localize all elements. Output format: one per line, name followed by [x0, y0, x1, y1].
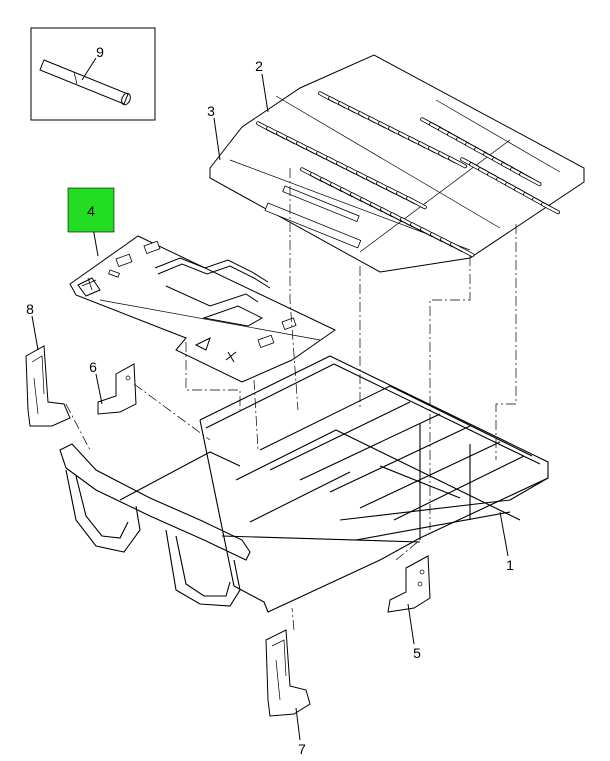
rear-floor-slots [256, 91, 561, 258]
pillar-part-8 [25, 345, 71, 427]
floor-slot [519, 172, 542, 187]
front-crossmember [59, 443, 251, 607]
callout-8: 8 [26, 301, 34, 317]
callout-2: 2 [255, 58, 263, 74]
callout-4: 4 [87, 203, 95, 219]
floor-slot [406, 196, 427, 210]
floor-slot [450, 242, 475, 258]
rod-part [39, 59, 131, 106]
side-bracket-part-5 [387, 555, 431, 613]
side-bracket-part-6 [97, 363, 137, 415]
floor-slot [448, 156, 468, 169]
callout-5: 5 [413, 645, 421, 661]
assembly-lines [65, 168, 517, 631]
callout-1: 1 [506, 557, 514, 573]
callout-9: 9 [96, 44, 104, 60]
callout-6: 6 [89, 359, 97, 375]
floor-slot [541, 202, 561, 215]
callout-4-highlight [67, 187, 115, 233]
chassis-frame [199, 355, 549, 613]
callout-7: 7 [298, 741, 306, 757]
pillar-part-7 [265, 629, 311, 717]
callouts: 9 2 3 4 8 6 1 5 7 [26, 44, 514, 757]
front-floor-panel [69, 235, 336, 383]
rear-floor-panel [209, 54, 585, 273]
inset-part-9 [30, 27, 156, 121]
callout-3: 3 [207, 103, 215, 119]
front-floor-features [77, 240, 321, 363]
